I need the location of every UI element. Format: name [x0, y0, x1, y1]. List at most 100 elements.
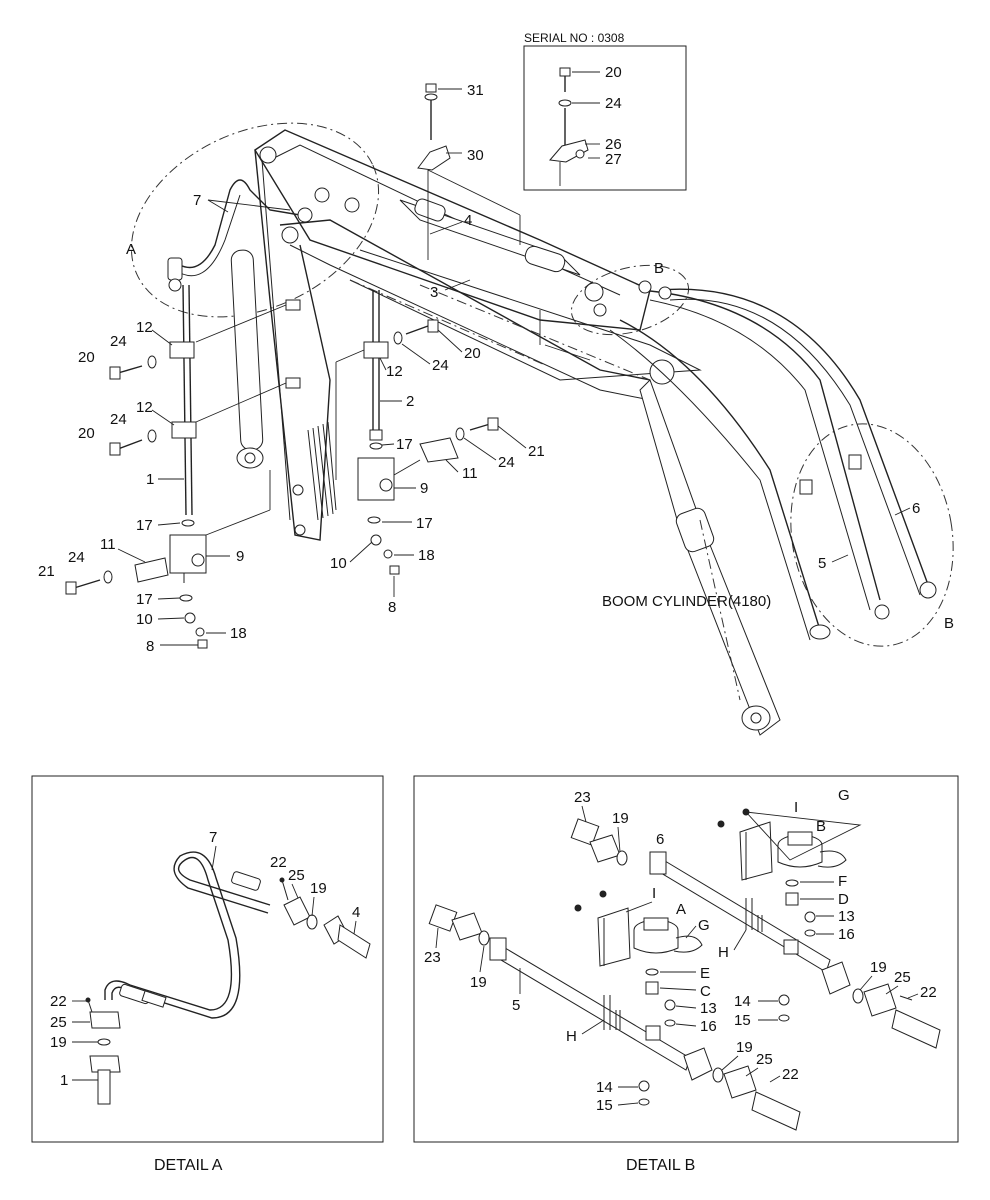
- callout-12b: 12: [136, 399, 153, 416]
- detail-a-callout-circle: [130, 122, 380, 318]
- callout-18a: 18: [230, 625, 247, 642]
- boom-cylinder: [639, 359, 781, 736]
- arm-pin: [259, 146, 277, 164]
- callout-10b: 10: [330, 555, 347, 572]
- clamp-12: [171, 421, 197, 439]
- callout-20b: 20: [78, 425, 95, 442]
- hydraulic-pipes: [539, 288, 937, 641]
- pipe-1-assembly: [65, 284, 301, 649]
- clamp-12: [169, 341, 195, 359]
- callout-31: 31: [467, 82, 484, 99]
- arm-cylinder: [230, 249, 264, 469]
- callout-b-top: B: [654, 260, 664, 277]
- detail-b-callout-15a: 15: [734, 1012, 751, 1029]
- callout-9b: 9: [420, 480, 428, 497]
- clamp-30-31: [417, 83, 521, 260]
- detail-b-callout-23b: 23: [424, 949, 441, 966]
- detail-b-callout-16a: 16: [838, 926, 855, 943]
- callout-24e: 24: [498, 454, 515, 471]
- detail-b-callout-23a: 23: [574, 789, 591, 806]
- detail-b-callout-22b: 22: [782, 1066, 799, 1083]
- callout-20c: 20: [464, 345, 481, 362]
- boom-cylinder-label: BOOM CYLINDER(4180): [602, 593, 771, 610]
- detail-b-callout-22a: 22: [920, 984, 937, 1001]
- callout-26: 26: [605, 136, 622, 153]
- detail-b-callout-a: A: [676, 901, 686, 918]
- detail-b-callout-g-b: G: [698, 917, 710, 934]
- arm-fins: [307, 421, 337, 521]
- detail-a-callout-4: 4: [352, 904, 360, 921]
- callout-10a: 10: [136, 611, 153, 628]
- callout-24: 24: [605, 95, 622, 112]
- callout-27: 27: [605, 151, 622, 168]
- pipe-5-detail: [428, 890, 801, 1131]
- arm-bosses: [297, 187, 672, 317]
- detail-b-callout-circle-side: [790, 423, 954, 647]
- callout-24c: 24: [68, 549, 85, 566]
- callout-17d: 17: [416, 515, 433, 532]
- callout-11a: 11: [100, 536, 116, 553]
- callout-2: 2: [406, 393, 414, 410]
- detail-b-callout-c: C: [700, 983, 711, 1000]
- serial-box-title: SERIAL NO : 0308: [524, 31, 625, 45]
- callout-4: 4: [464, 212, 472, 229]
- pipe-2-assembly: [335, 290, 499, 575]
- detail-b-panel: 23 19 6 I G B F D 13 16 H 19 25 22 A G I…: [413, 775, 959, 1174]
- detail-a-callout-25b: 25: [50, 1014, 67, 1031]
- callout-9a: 9: [236, 548, 244, 565]
- detail-b-callout-19d: 19: [736, 1039, 753, 1056]
- detail-b-callout-5: 5: [512, 997, 520, 1014]
- callout-1: 1: [146, 471, 154, 488]
- arm-pin: [281, 226, 299, 244]
- callout-18b: 18: [418, 547, 435, 564]
- detail-b-callout-14a: 14: [734, 993, 751, 1010]
- detail-b-callout-19a: 19: [612, 810, 629, 827]
- detail-b-callout-13a: 13: [838, 908, 855, 925]
- detail-b-callout-14b: 14: [596, 1079, 613, 1096]
- detail-b-callout-16b: 16: [700, 1018, 717, 1035]
- clamp-12: [363, 341, 389, 359]
- clamp-part: [549, 139, 589, 163]
- detail-b-frame: [413, 775, 959, 1143]
- valve-block-9: [357, 457, 395, 501]
- callout-17a: 17: [136, 517, 153, 534]
- callout-30: 30: [467, 147, 484, 164]
- detail-b-callout-i-b: I: [652, 885, 656, 902]
- bracket-11: [419, 437, 459, 463]
- callout-a: A: [126, 241, 136, 258]
- callout-12a: 12: [136, 319, 153, 336]
- callout-8b: 8: [388, 599, 396, 616]
- callout-17b: 17: [136, 591, 153, 608]
- detail-b-callout-19b: 19: [870, 959, 887, 976]
- callout-17c: 17: [396, 436, 413, 453]
- detail-b-callout-i-a: I: [794, 799, 798, 816]
- detail-b-callout-f: F: [838, 873, 847, 890]
- callout-12c: 12: [386, 363, 403, 380]
- serial-number-inset: SERIAL NO : 0308 20 24 26 27: [523, 31, 687, 191]
- detail-b-callout-e: E: [700, 965, 710, 982]
- callout-20a: 20: [78, 349, 95, 366]
- callout-3: 3: [430, 284, 438, 301]
- detail-a-callout-1: 1: [60, 1072, 68, 1089]
- detail-b-callout-25b: 25: [756, 1051, 773, 1068]
- bolt-part: [559, 67, 571, 77]
- callout-21b: 21: [528, 443, 545, 460]
- callout-8a: 8: [146, 638, 154, 655]
- detail-b-callout-g-a: G: [838, 787, 850, 804]
- detail-b-callout-h-b: H: [566, 1028, 577, 1045]
- callout-24a: 24: [110, 333, 127, 350]
- detail-b-callout-b: B: [816, 818, 826, 835]
- detail-b-callout-6: 6: [656, 831, 664, 848]
- detail-b-callout-d: D: [838, 891, 849, 908]
- detail-a-callout-22b: 22: [50, 993, 67, 1010]
- detail-b-callout-h-a: H: [718, 944, 729, 961]
- washer-part: [558, 99, 572, 107]
- detail-b-callout-15b: 15: [596, 1097, 613, 1114]
- detail-a-panel: 7 22 25 19 4 22 25 19 1 DETAIL A: [31, 775, 384, 1174]
- detail-a-frame: [31, 775, 384, 1143]
- pipe-1-detail: [97, 1069, 111, 1105]
- callout-5: 5: [818, 555, 826, 572]
- bracket-11: [134, 557, 169, 583]
